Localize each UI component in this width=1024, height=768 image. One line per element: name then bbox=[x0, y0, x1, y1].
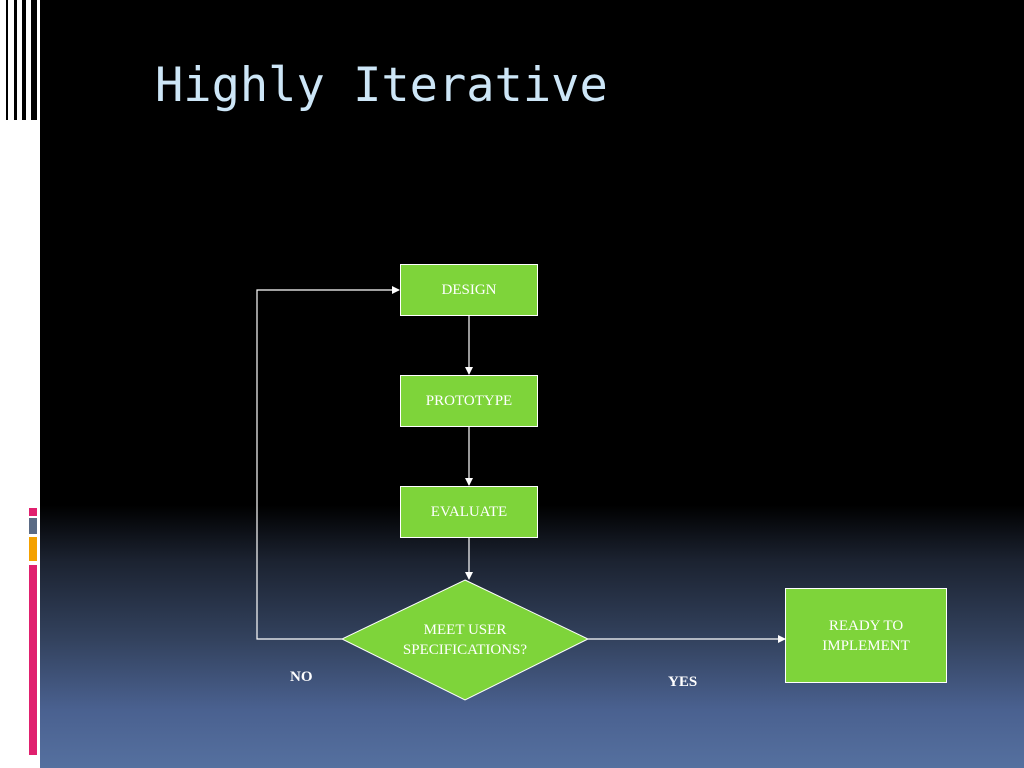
accent-pink-small bbox=[29, 508, 37, 516]
decision-diamond bbox=[340, 579, 590, 701]
decision-label: MEET USER SPECIFICATIONS? bbox=[402, 622, 528, 658]
accent-pink-long bbox=[29, 565, 37, 755]
deco-line bbox=[22, 0, 26, 120]
design-box: DESIGN bbox=[400, 264, 538, 316]
deco-line bbox=[31, 0, 37, 120]
accent-orange bbox=[29, 537, 37, 561]
prototype-box: PROTOTYPE bbox=[400, 375, 538, 427]
yes-label: YES bbox=[668, 674, 698, 690]
left-decorative-strip bbox=[0, 0, 40, 768]
ready-to-implement-box: READY TO IMPLEMENT bbox=[785, 588, 947, 683]
evaluate-box: EVALUATE bbox=[400, 486, 538, 538]
no-label: NO bbox=[290, 669, 313, 685]
deco-line bbox=[6, 0, 8, 120]
arrow-no-loop bbox=[256, 286, 400, 640]
accent-slate bbox=[29, 518, 37, 534]
deco-line bbox=[14, 0, 17, 120]
slide-title: Highly Iterative bbox=[155, 58, 608, 113]
